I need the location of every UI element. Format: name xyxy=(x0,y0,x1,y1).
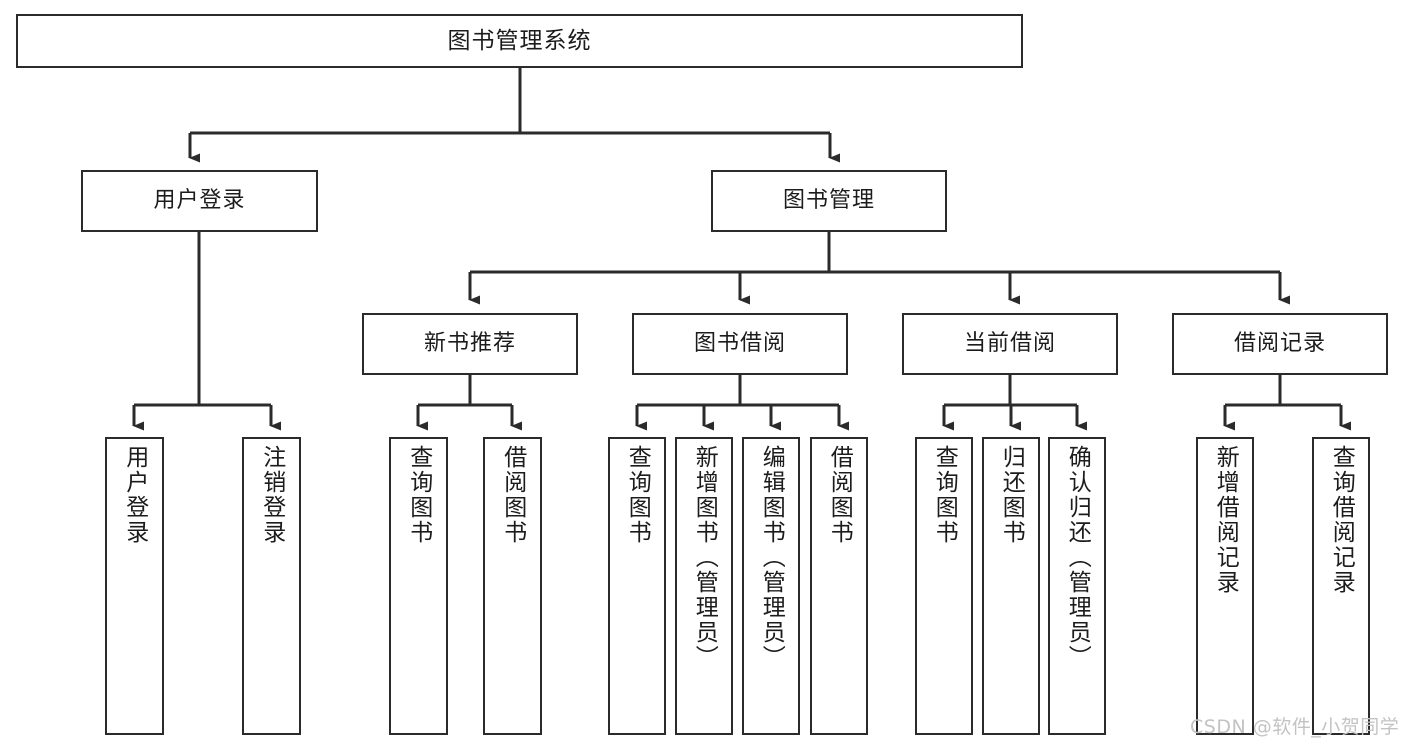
node-label: 借阅图书 xyxy=(499,445,526,545)
leaf-record-query-record[interactable]: 查询借阅记录 xyxy=(1312,437,1370,735)
leaf-borrow-edit-book-admin[interactable]: 编辑图书（管理员） xyxy=(742,437,800,735)
leaf-borrow-add-book-admin[interactable]: 新增图书（管理员） xyxy=(675,437,733,735)
node-current-borrow[interactable]: 当前借阅 xyxy=(902,313,1118,375)
node-label: 当前借阅 xyxy=(963,331,1056,357)
csdn-watermark: CSDN @软件_小贺同学 xyxy=(1190,716,1400,738)
node-label: 归还图书 xyxy=(998,445,1025,545)
node-label: 借阅记录 xyxy=(1233,331,1326,357)
node-label: 借阅图书 xyxy=(826,445,853,545)
node-book-management[interactable]: 图书管理 xyxy=(711,170,947,232)
node-label: 图书借阅 xyxy=(693,331,786,357)
leaf-recommend-borrow-book[interactable]: 借阅图书 xyxy=(483,437,542,735)
node-label: 新增借阅记录 xyxy=(1212,445,1239,595)
node-label: 查询借阅记录 xyxy=(1328,445,1355,595)
leaf-current-return-book[interactable]: 归还图书 xyxy=(982,437,1040,735)
leaf-borrow-query-book[interactable]: 查询图书 xyxy=(608,437,666,735)
leaf-current-confirm-return-admin[interactable]: 确认归还（管理员） xyxy=(1048,437,1106,735)
node-label: 查询图书 xyxy=(931,445,958,545)
node-label: 编辑图书（管理员） xyxy=(758,445,785,670)
leaf-recommend-query-book[interactable]: 查询图书 xyxy=(389,437,448,735)
node-label: 注销登录 xyxy=(258,445,285,545)
node-label: 用户登录 xyxy=(153,188,246,214)
node-label: 确认归还（管理员） xyxy=(1064,445,1091,670)
node-user-login[interactable]: 用户登录 xyxy=(81,170,318,232)
leaf-current-query-book[interactable]: 查询图书 xyxy=(915,437,973,735)
leaf-borrow-borrow-book[interactable]: 借阅图书 xyxy=(810,437,868,735)
node-new-book-recommend[interactable]: 新书推荐 xyxy=(362,313,578,375)
leaf-user-logout[interactable]: 注销登录 xyxy=(242,437,301,735)
node-label: 图书管理系统 xyxy=(447,27,592,54)
node-label: 图书管理 xyxy=(782,188,875,214)
node-root-system[interactable]: 图书管理系统 xyxy=(16,14,1023,68)
node-borrow-record[interactable]: 借阅记录 xyxy=(1172,313,1388,375)
node-label: 查询图书 xyxy=(405,445,432,545)
node-label: 查询图书 xyxy=(624,445,651,545)
node-label: 新书推荐 xyxy=(423,331,516,357)
node-book-borrow[interactable]: 图书借阅 xyxy=(632,313,848,375)
node-label: 用户登录 xyxy=(121,445,148,545)
leaf-record-add-record[interactable]: 新增借阅记录 xyxy=(1196,437,1254,735)
leaf-user-login[interactable]: 用户登录 xyxy=(105,437,164,735)
node-label: 新增图书（管理员） xyxy=(691,445,718,670)
